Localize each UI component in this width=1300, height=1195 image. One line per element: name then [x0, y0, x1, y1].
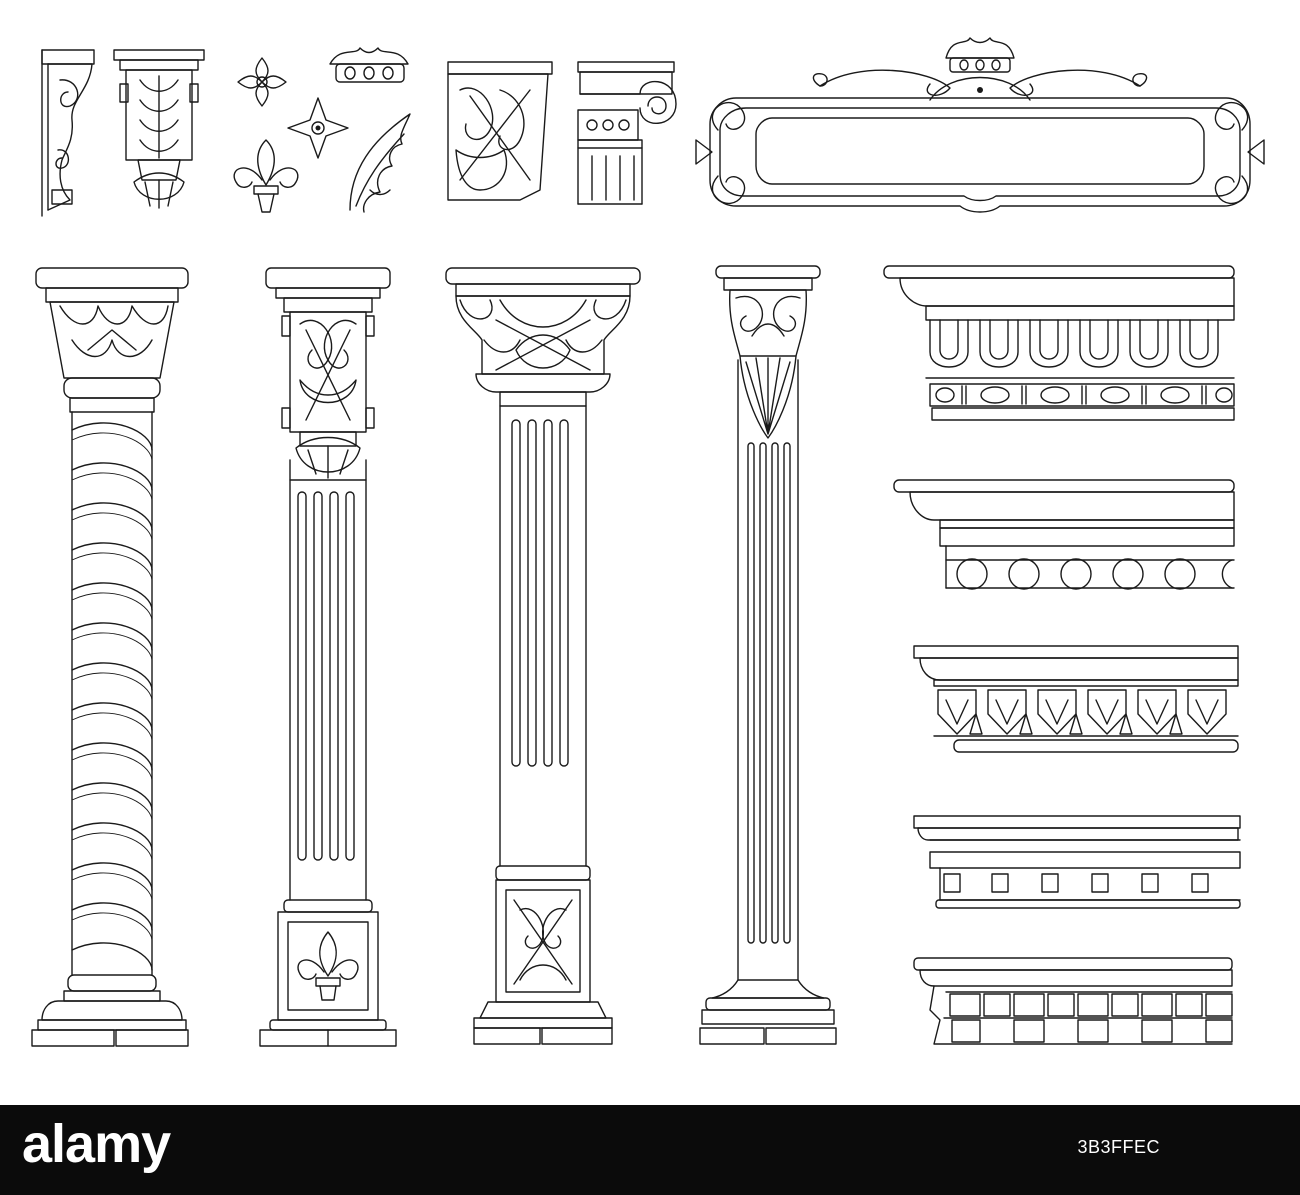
watermark-footer-bar: alamy 3B3FFEC — [0, 1105, 1300, 1195]
bead-circle-molding — [893, 479, 1235, 590]
brand-logo: alamy — [22, 1114, 171, 1174]
ornate-fluted-column — [259, 267, 397, 1047]
capital-corner-ornament — [447, 61, 553, 201]
solomonic-twisted-column — [31, 267, 189, 1047]
ornate-corbel-ornament — [113, 49, 205, 209]
double-dentil-molding — [913, 957, 1233, 1045]
acanthus-leaf-ornament — [349, 113, 411, 213]
ionic-capital-ornament — [577, 61, 677, 205]
architecture-elements-illustration — [31, 37, 1265, 1047]
dentil-molding — [913, 815, 1241, 909]
shell-capital-column — [699, 265, 837, 1045]
corbel-bracket-ornament — [41, 49, 95, 217]
corinthian-fluted-column — [445, 267, 641, 1045]
rosette-flower-ornament — [237, 57, 287, 107]
egg-and-dart-molding — [883, 265, 1235, 421]
stock-image-id: 3B3FFEC — [1077, 1137, 1160, 1157]
leaf-and-dart-molding — [913, 645, 1239, 753]
ornate-cartouche-frame — [695, 37, 1265, 213]
fleur-de-lis-ornament — [233, 139, 299, 213]
rosette-star-ornament — [287, 97, 349, 159]
crown-ornament — [329, 47, 409, 83]
